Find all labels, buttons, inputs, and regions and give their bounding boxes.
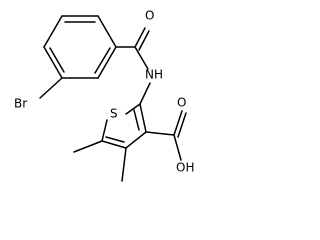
ring-bond <box>101 119 108 142</box>
carbonyl-double-bond <box>138 30 150 51</box>
ring-bond <box>43 46 63 79</box>
methyl-bond <box>121 147 127 182</box>
ring-bond <box>139 103 147 133</box>
ring-to-acid-bond <box>145 131 175 136</box>
acid-carbonyl-double-bond <box>173 110 183 136</box>
carbonyl-nitrogen-bond <box>134 46 149 70</box>
acid-hydroxyl-bond <box>173 134 182 161</box>
bromine-label: Br <box>14 97 27 111</box>
hydroxyl-label: OH <box>176 161 194 175</box>
ring-bond <box>101 140 127 149</box>
methyl-bond <box>73 140 103 153</box>
thiophene-sulfur-label: S <box>110 107 118 121</box>
amide-nitrogen-label: NH <box>145 68 163 82</box>
ring-bond <box>125 131 147 149</box>
carbonyl-double-bond <box>134 27 146 48</box>
thiophene-ring <box>101 103 147 149</box>
carbonyl-oxygen-label: O <box>145 9 154 23</box>
ring-bond <box>97 15 117 48</box>
ring-double-bond <box>105 136 125 143</box>
benzene-ring <box>43 15 117 79</box>
acid-oxygen-label: O <box>177 96 186 110</box>
molecule-diagram: Br O NH S O OH <box>14 9 194 182</box>
c-br-bond <box>39 77 63 99</box>
structure-canvas: Br O NH S O OH <box>14 8 195 182</box>
ring-bond <box>97 46 117 79</box>
ring-bond <box>125 103 141 115</box>
ring-double-bond <box>133 109 140 131</box>
ring-double-bond <box>94 47 111 74</box>
nitrogen-thiophene-bond <box>139 82 151 105</box>
acid-carbonyl-double-bond <box>177 112 187 138</box>
ring-double-bond <box>49 47 65 73</box>
ring-bond <box>43 15 63 48</box>
